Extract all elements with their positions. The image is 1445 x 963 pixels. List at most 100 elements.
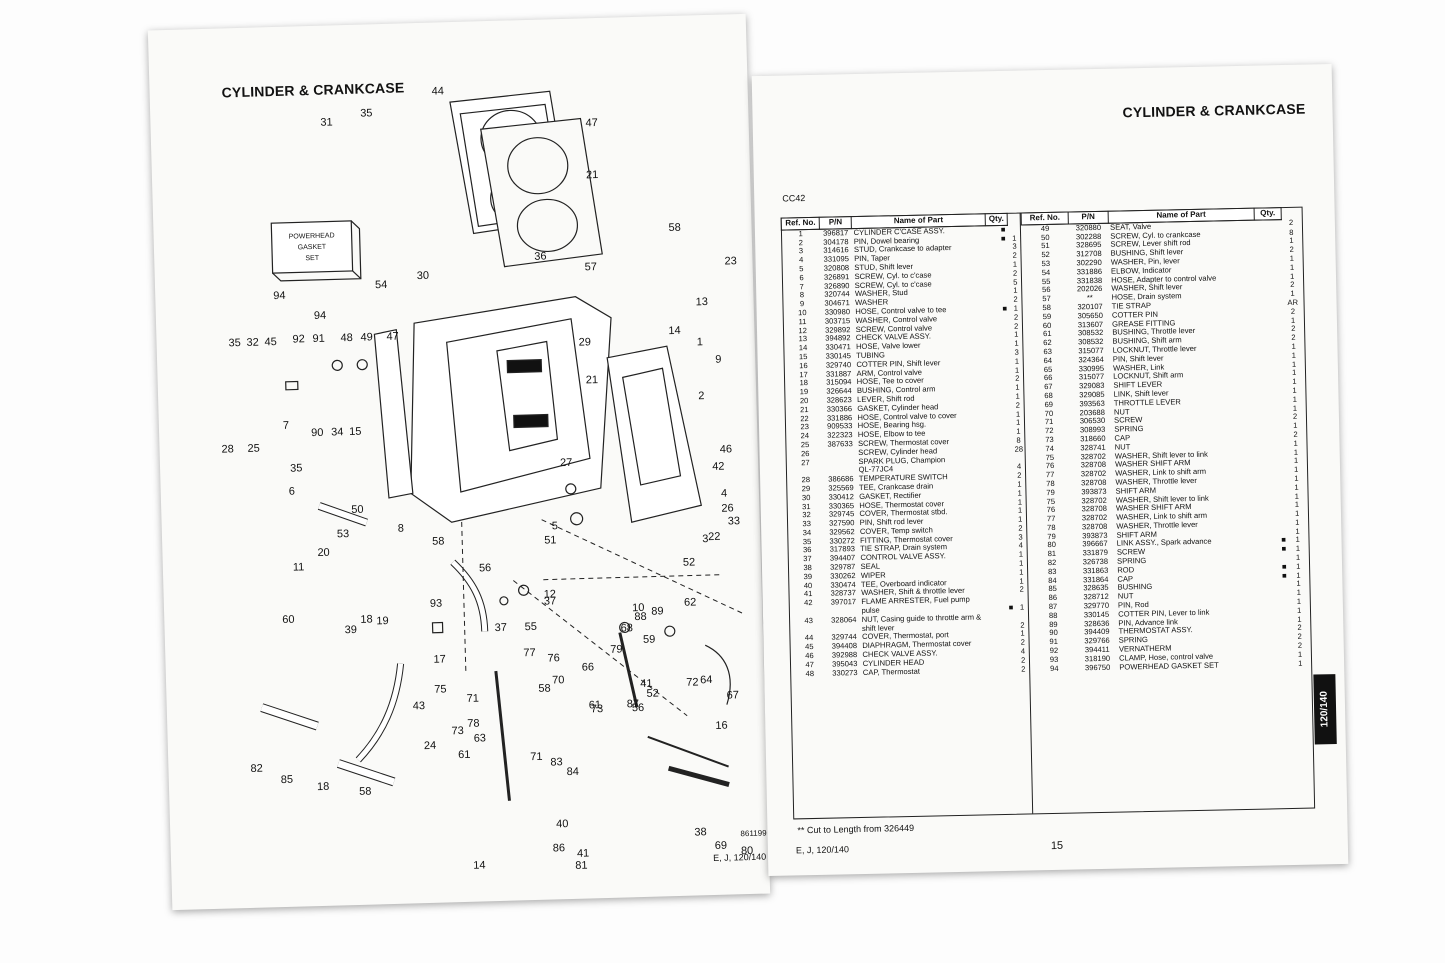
part-callout: 8 <box>398 523 404 535</box>
gasket-box-label: GASKET <box>298 244 327 252</box>
part-callout: 21 <box>586 374 599 386</box>
part-callout: 18 <box>317 781 330 793</box>
part-callout: 45 <box>264 336 277 348</box>
part-callout: 4 <box>721 488 727 500</box>
part-callout: 32 <box>246 337 259 349</box>
part-number: 330273 <box>832 667 858 678</box>
part-callout: 2 <box>698 390 704 402</box>
part-callout: 37 <box>544 595 557 607</box>
powerhead-gasket-set-box <box>270 220 362 282</box>
part-callout: 5 <box>552 520 558 532</box>
marker: ■ <box>1008 602 1014 612</box>
part-callout: 64 <box>700 674 713 686</box>
part-callout: 57 <box>584 261 597 273</box>
part-callout: 38 <box>694 826 707 838</box>
part-callout: 86 <box>553 842 566 854</box>
page-number: 15 <box>1050 839 1064 853</box>
part-callout: 89 <box>651 605 664 617</box>
part-callout: 34 <box>331 426 344 438</box>
part-number: 328064 <box>831 614 857 625</box>
part-callout: 1 <box>697 336 703 348</box>
part-callout: 51 <box>544 534 557 546</box>
part-callout: 14 <box>668 325 681 337</box>
part-callout: 28 <box>221 443 234 455</box>
part-callout: 58 <box>432 535 445 547</box>
part-callout: 61 <box>589 699 602 711</box>
marker: ■ <box>1281 544 1287 554</box>
part-callout: 79 <box>610 644 623 656</box>
part-callout: 67 <box>726 689 739 701</box>
marker: ■ <box>1000 233 1006 243</box>
part-callout: 56 <box>632 702 645 714</box>
part-callout: 47 <box>585 117 598 129</box>
part-callout: 50 <box>351 504 364 516</box>
part-callout: 71 <box>530 751 543 763</box>
part-callout: 80 <box>741 845 754 857</box>
part-callout: 62 <box>684 596 697 608</box>
part-number: 397017 <box>830 597 857 607</box>
part-callout: 42 <box>712 461 725 473</box>
part-callout: 70 <box>552 674 565 686</box>
part-callout: 61 <box>458 749 471 761</box>
column-header: Qty. <box>985 213 1008 226</box>
part-callout: 87 <box>627 698 640 710</box>
part-callout: 47 <box>386 331 399 343</box>
part-callout: 73 <box>451 725 464 737</box>
part-callout: 92 <box>292 333 305 345</box>
part-callout: 94 <box>273 290 286 302</box>
part-callout: 40 <box>556 818 569 830</box>
page-title: CYLINDER & CRANKCASE <box>1122 100 1306 121</box>
part-callout: 63 <box>474 732 487 744</box>
part-callout: 41 <box>640 678 653 690</box>
qty: 2 <box>1019 585 1024 595</box>
part-callout: 90 <box>311 427 324 439</box>
model-code: E, J, 120/140 <box>713 851 767 864</box>
marker: ■ <box>1281 570 1287 580</box>
part-callout: 11 <box>293 561 305 573</box>
part-callout: 35 <box>228 337 241 349</box>
column-header: P/N <box>1068 211 1108 224</box>
column-header: Qty. <box>1254 207 1282 220</box>
part-callout: 48 <box>340 332 353 344</box>
ref-no: 94 <box>1049 663 1059 673</box>
gasket-box-ref: 94 <box>314 310 327 322</box>
part-callout: 83 <box>550 756 563 768</box>
part-callout: 69 <box>715 840 728 852</box>
part-callout: 26 <box>721 502 734 514</box>
part-callout: 35 <box>360 107 373 119</box>
part-callout: 82 <box>250 763 263 775</box>
part-callout: 68 <box>621 622 634 634</box>
part-callout: 3 <box>702 533 708 545</box>
part-callout: 84 <box>567 766 580 778</box>
part-callout: 76 <box>547 652 560 664</box>
part-callout: 81 <box>575 860 588 872</box>
qty: 1 <box>1019 602 1025 612</box>
footnote: ** Cut to Length from 326449 <box>797 822 915 836</box>
part-callout: 31 <box>320 116 333 128</box>
part-callout: 35 <box>290 462 303 474</box>
part-callout: 24 <box>424 740 437 752</box>
model-code: E, J, 120/140 <box>795 844 850 856</box>
gasket-box-label: SET <box>305 255 320 262</box>
part-callout: 7 <box>283 420 289 432</box>
part-callout: 77 <box>523 647 536 659</box>
part-callout: 58 <box>359 786 372 798</box>
part-callout: 58 <box>668 222 681 234</box>
part-callout: 21 <box>586 169 599 181</box>
page-number: 14 <box>473 859 486 872</box>
part-callout: 59 <box>643 634 656 646</box>
part-callout: 41 <box>577 848 590 860</box>
part-number: 396750 <box>1084 662 1111 672</box>
part-callout: 15 <box>349 426 362 438</box>
part-callout: 36 <box>534 250 547 262</box>
ref-no: 48 <box>805 668 815 678</box>
column-header: Ref. No. <box>1021 212 1069 225</box>
part-callout: 46 <box>720 443 733 455</box>
part-callout: 85 <box>281 774 294 786</box>
part-callout: 22 <box>708 531 721 543</box>
part-callout: 52 <box>646 688 659 700</box>
model-side-tab: 120/140 <box>1313 674 1337 745</box>
